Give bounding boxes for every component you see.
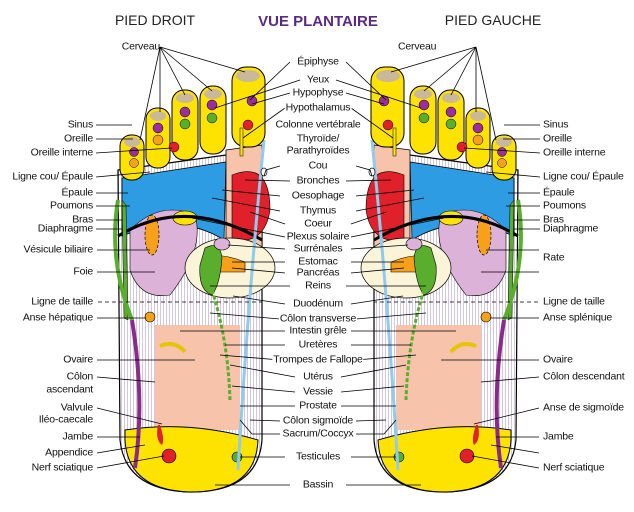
label-center-duodenum: Duodénum <box>292 297 344 310</box>
label-center-thyroide-2: Parathyroïdes <box>285 144 351 157</box>
label-left-ovaire: Ovaire <box>63 353 93 366</box>
label-left-oreille: Oreille <box>64 132 93 145</box>
label-center-trompes: Trompes de Fallope <box>272 353 364 366</box>
label-left-sinus: Sinus <box>67 118 93 131</box>
label-left-ligne-taille: Ligne de taille <box>31 295 93 308</box>
label-center-uterus: Utérus <box>302 370 334 383</box>
label-left-poumons: Poumons <box>50 199 93 212</box>
label-center-pancreas: Pancréas <box>295 266 341 279</box>
label-left-anse-hepatique: Anse hépatique <box>22 311 93 324</box>
label-center-surrenales: Surrénales <box>292 242 344 255</box>
label-right-jambe: Jambe <box>543 430 574 443</box>
label-center-coeur: Coeur <box>303 217 333 230</box>
label-right-ovaire: Ovaire <box>543 353 573 366</box>
label-left-foie: Foie <box>73 265 93 278</box>
label-center-reins: Reins <box>304 279 332 292</box>
right-foot <box>94 45 302 494</box>
right-foot-title: PIED DROIT <box>114 12 196 28</box>
label-center-colon-transverse: Côlon transverse <box>278 312 358 325</box>
label-right-cerveau: Cerveau <box>398 40 437 53</box>
label-right-nerf: Nerf sciatique <box>543 461 605 474</box>
main-title: VUE PLANTAIRE <box>258 13 378 30</box>
label-right-anse-splenique: Anse splénique <box>543 311 613 324</box>
label-center-yeux: Yeux <box>305 73 331 86</box>
label-right-anse-sigmoide: Anse de sigmoïde <box>543 401 624 414</box>
label-center-sacrum: Sacrum/Coccyx <box>281 427 355 440</box>
label-center-intestin: Intestin grêle <box>288 324 348 337</box>
label-center-thymus: Thymus <box>298 204 338 217</box>
label-center-prostate: Prostate <box>298 399 338 412</box>
label-center-cou: Cou <box>307 159 329 172</box>
label-center-testicules: Testicules <box>294 450 342 463</box>
label-right-colon-desc: Côlon descendant <box>543 370 625 383</box>
label-center-estomac: Estomac <box>297 255 339 268</box>
label-center-colonne: Colonne vertébrale <box>274 118 362 131</box>
label-right-oreille-interne: Oreille interne <box>543 146 606 159</box>
label-right-diaphragme: Diaphragme <box>543 222 599 235</box>
label-center-thyroide-1: Thyroïde/ <box>295 132 341 145</box>
label-center-hypothalamus: Hypothalamus <box>284 101 352 114</box>
label-center-hypophyse: Hypophyse <box>291 86 345 99</box>
label-left-vesicule: Vésicule biliaire <box>23 243 93 256</box>
left-foot-title: PIED GAUCHE <box>444 12 542 28</box>
label-right-bras: Bras <box>543 213 564 226</box>
label-center-bassin: Bassin <box>301 478 335 491</box>
label-left-jambe: Jambe <box>62 430 93 443</box>
left-foot <box>334 45 542 494</box>
label-left-nerf: Nerf sciatique <box>31 461 94 474</box>
label-left-colon-asc-1: Côlon <box>66 370 94 383</box>
label-left-epaule: Épaule <box>61 186 94 199</box>
label-center-colon-sigmoide: Côlon sigmoïde <box>281 414 355 427</box>
label-right-ligne-taille: Ligne de taille <box>543 295 605 308</box>
label-center-bronches: Bronches <box>295 174 341 187</box>
label-left-oreille-interne: Oreille interne <box>30 146 94 159</box>
label-left-bras: Bras <box>72 213 93 226</box>
label-right-ligne-cou-epaule: Ligne cou/ Épaule <box>543 170 624 183</box>
label-left-valvule-2: Iléo-caecale <box>38 413 93 426</box>
label-left-diaphragme: Diaphragme <box>37 222 93 235</box>
label-center-oesophage: Oesophage <box>290 189 346 202</box>
label-right-poumons: Poumons <box>543 199 586 212</box>
label-right-oreille: Oreille <box>543 132 572 145</box>
label-left-colon-asc-2: ascendant <box>46 383 93 396</box>
label-left-ligne-cou-epaule: Ligne cou/ Épaule <box>12 170 93 183</box>
label-left-appendice: Appendice <box>45 446 93 459</box>
label-left-cerveau: Cerveau <box>121 40 160 53</box>
label-center-plexus: Plexus solaire <box>285 230 351 243</box>
label-center-vessie: Vessie <box>302 385 334 398</box>
label-right-rate: Rate <box>543 251 565 264</box>
label-center-ureteres: Uretères <box>297 338 339 351</box>
label-left-valvule-1: Valvule <box>60 401 93 414</box>
label-right-epaule: Épaule <box>543 186 575 199</box>
label-right-sinus: Sinus <box>543 118 569 131</box>
label-center-epiphyse: Épiphyse <box>296 55 340 68</box>
